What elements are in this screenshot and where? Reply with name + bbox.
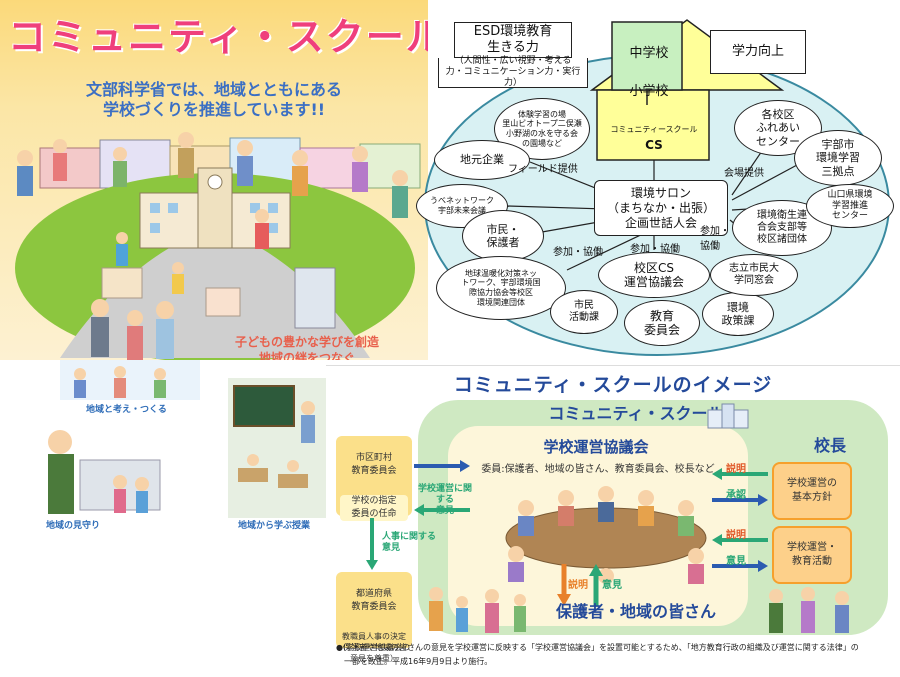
personnel-label: 教職員人事の決定 （学校運営協議会の 意見を尊重） bbox=[338, 632, 410, 663]
environment-network-diagram: ESD環境教育 生きる力 （人間性・広い視野・考える 力・コミュニケーション力・… bbox=[402, 0, 900, 358]
parents-community-label: 保護者・地域の皆さん bbox=[555, 602, 716, 621]
banner-line1: 子どもの豊かな学びを創造 bbox=[234, 335, 379, 349]
vertical-arrow bbox=[366, 518, 378, 570]
caption-think: 地域と考え・つくる bbox=[86, 405, 167, 415]
school-tower bbox=[611, 21, 683, 91]
explain-label-2: 説明 bbox=[726, 530, 746, 541]
principal-label: 校長 bbox=[813, 436, 846, 455]
explain-bottom-label: 説明 bbox=[568, 580, 588, 591]
banner-line2: 地域の絆をつなぐ bbox=[258, 351, 355, 360]
education-board-node: 教育 委員会 bbox=[624, 300, 700, 346]
policy-box: 学校運営の 基本方針 bbox=[772, 462, 852, 520]
parents-illustration-left bbox=[429, 587, 526, 633]
poster-subtitle-line2: 学校づくりを推進しています!! bbox=[102, 100, 326, 119]
school-icon bbox=[707, 403, 749, 429]
designation-label: 学校の指定 委員の任命 bbox=[340, 495, 408, 521]
middle-school-label: 中学校 bbox=[629, 46, 669, 61]
approve-label: 承認 bbox=[726, 490, 746, 501]
pref-board-label: 都道府県 教育委員会 bbox=[351, 589, 397, 612]
elementary-school-label: 小学校 bbox=[629, 84, 669, 99]
cs-image-title: コミュニティ・スクールのイメージ bbox=[453, 374, 773, 396]
yamaguchi-center-node: 山口県環境 学習推進 センター bbox=[806, 184, 894, 228]
council-members: 委員:保護者、地域の皆さん、教育委員会、校長など bbox=[481, 464, 715, 475]
participation-left-label: 参加・協働 bbox=[553, 247, 603, 258]
people-group bbox=[17, 132, 408, 360]
venue-offer-label: 会場提供 bbox=[724, 168, 764, 179]
participation-right-label: 参加・ 協働 bbox=[700, 226, 730, 252]
academic-box: 学力向上 bbox=[710, 30, 806, 74]
explain-label-1: 説明 bbox=[726, 464, 746, 475]
local-companies-node: 地元企業 bbox=[434, 140, 530, 180]
council-title: 学校運営協議会 bbox=[543, 438, 649, 456]
municipal-board-label: 市区町村 教育委員会 bbox=[351, 453, 397, 476]
watch-scene bbox=[48, 430, 161, 514]
esd-detail: （人間性・広い視野・考える 力・コミュニケーション力・実行力） bbox=[438, 56, 588, 88]
right-arrows bbox=[712, 468, 768, 572]
district-cs-node: 校区CS 運営協議会 bbox=[598, 252, 710, 298]
poster-banner: 子どもの豊かな学びを創造 地域の絆をつなぐ bbox=[212, 334, 402, 360]
caption-watch: 地域の見守り bbox=[46, 521, 101, 531]
opinion-ops-label: 学校運営に関する 意見 bbox=[417, 484, 472, 516]
left-arrows bbox=[414, 460, 470, 516]
community-school-image: コミュニティ・スクールのイメージ コミュニティ・スクール 学校運営協議会 委員:… bbox=[326, 365, 900, 675]
pref-board-box: 都道府県 教育委員会 教職員人事の決定 （学校運営協議会の 意見を尊重） bbox=[336, 572, 412, 663]
parents-illustration-right bbox=[769, 587, 849, 633]
town-illustration bbox=[15, 132, 421, 360]
think-scene bbox=[60, 360, 200, 400]
environment-salon-box: 環境サロン （まちなか・出張） 企画世話人会 bbox=[594, 180, 728, 236]
footnote-line1: ●保護者や地域の皆さんの意見を学校運営に反映する「学校運営協議会」を設置可能とす… bbox=[336, 643, 859, 652]
municipal-board-box: 市区町村 教育委員会 学校の指定 委員の任命 bbox=[336, 436, 412, 521]
meeting-illustration bbox=[505, 486, 707, 584]
opinion-label: 意見 bbox=[726, 556, 746, 567]
caption-learn: 地域から学ぶ授業 bbox=[238, 521, 311, 531]
community-school-poster: コミュニティ・スクール 文部科学省では、地域とともにある 学校づくりを推進してい… bbox=[0, 0, 428, 360]
small-house bbox=[101, 267, 143, 299]
opinion-bottom-label: 意見 bbox=[602, 580, 622, 591]
cs-heading: コミュニティ・スクール bbox=[548, 404, 724, 423]
citizens-node: 市民・ 保護者 bbox=[462, 210, 544, 262]
learn-scene bbox=[228, 378, 326, 518]
activities-box: 学校運営・ 教育活動 bbox=[772, 526, 852, 584]
lower-scenes: 地域と考え・つくる 地域の見守り 地域から学ぶ授業 bbox=[0, 360, 326, 540]
small-house bbox=[205, 287, 241, 317]
shiritsu-alumni-node: 志立市民大 学同窓会 bbox=[710, 254, 798, 296]
cs-short-label: CS bbox=[645, 138, 663, 152]
poster-subtitle-line1: 文部科学省では、地域とともにある bbox=[85, 80, 342, 99]
ube-env-node: 宇部市 環境学習 三拠点 bbox=[794, 130, 882, 186]
opinion-staff-label: 人事に関する 意見 bbox=[382, 532, 437, 553]
apartment-building bbox=[294, 267, 336, 329]
poster-title: コミュニティ・スクール bbox=[8, 15, 428, 59]
bottom-arrows bbox=[557, 564, 603, 606]
school-body bbox=[596, 89, 710, 161]
participation-center-label: 参加・協働 bbox=[630, 244, 680, 255]
env-policy-node: 環境 政策課 bbox=[702, 292, 774, 336]
warming-network-node: 地球温暖化対策ネッ トワーク、宇部環境国 際協力協会等校区 環境関連団体 bbox=[436, 256, 566, 320]
field-offer-label: フィールド提供 bbox=[508, 164, 578, 175]
esd-box: ESD環境教育 生きる力 bbox=[454, 22, 572, 58]
citizen-activity-node: 市民 活動課 bbox=[550, 290, 618, 334]
footnote-line2: 一部を改正。平成16年9月9日より施行。 bbox=[344, 657, 493, 666]
cs-label: コミュニティースクール bbox=[610, 125, 698, 134]
